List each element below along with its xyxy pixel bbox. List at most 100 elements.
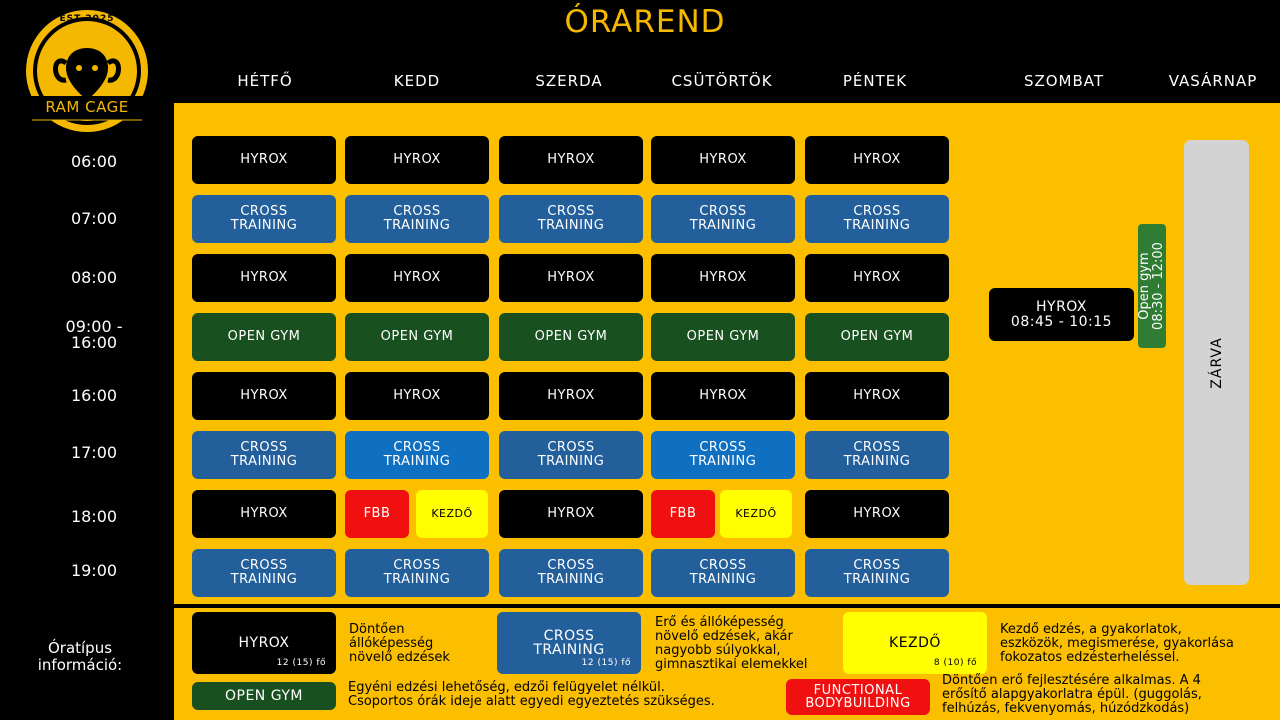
cross-label-2: TRAINING (230, 454, 298, 469)
cross-label-2: TRAINING (843, 454, 911, 469)
cross-label-1: CROSS (240, 440, 288, 455)
class-block-hyrox[interactable]: HYROX (345, 136, 489, 184)
legend-open-desc-line: Csoportos órák ideje alatt egyedi egyezt… (348, 694, 715, 709)
cross-label-1: CROSS (547, 558, 595, 573)
class-block-hyrox[interactable]: HYROX (192, 254, 336, 302)
legend-hyrox-description: Döntően állóképesség növelő edzések (349, 623, 489, 665)
class-block-open-gym[interactable]: OPEN GYM (192, 313, 336, 361)
sunday-closed-block: ZÁRVA (1184, 140, 1249, 585)
day-header-thursday: CSÜTÖRTÖK (671, 72, 773, 90)
cross-label-1: CROSS (699, 204, 747, 219)
cross-label-1: CROSS (853, 440, 901, 455)
legend-cross-description: Erő és állóképesség növelő edzések, akár… (655, 616, 835, 672)
legend-kezdo-block: KEZDŐ 8 (10) fő (843, 612, 987, 674)
class-block-fbb[interactable]: FBB (345, 490, 409, 538)
saturday-open-gym-block[interactable]: Open gym 08:30 - 12:00 (1137, 224, 1166, 348)
class-block-fbb[interactable]: FBB (651, 490, 715, 538)
legend-kezdo-desc-line: fokozatos edzésterheléssel. (1000, 650, 1180, 665)
legend-cross-desc-line: gimnasztikai elemekkel (655, 657, 808, 672)
cross-label-2: TRAINING (689, 454, 757, 469)
class-block-hyrox[interactable]: HYROX (499, 136, 643, 184)
cross-label-1: CROSS (240, 204, 288, 219)
time-1600: 16:00 (70, 386, 118, 405)
legend-hyrox-block: HYROX 12 (15) fő (192, 612, 336, 674)
day-header-monday: HÉTFŐ (237, 72, 293, 90)
class-block-hyrox[interactable]: HYROX (805, 372, 949, 420)
class-block-hyrox[interactable]: HYROX (192, 372, 336, 420)
legend-hyrox-capacity: 12 (15) fő (276, 658, 326, 668)
legend-panel (174, 608, 1280, 720)
legend-cross-name-1: CROSS (543, 628, 595, 644)
legend-open-gym-description: Egyéni edzési lehetőség, edzői felügyele… (348, 681, 788, 709)
cross-label-1: CROSS (547, 204, 595, 219)
time-0800: 08:00 (70, 268, 118, 287)
class-block-open-gym[interactable]: OPEN GYM (651, 313, 795, 361)
class-block-hyrox[interactable]: HYROX (651, 136, 795, 184)
class-block-hyrox[interactable]: HYROX (499, 490, 643, 538)
page-title: ÓRAREND (564, 4, 726, 40)
cross-label-1: CROSS (699, 440, 747, 455)
cross-label-2: TRAINING (689, 218, 757, 233)
cross-label-1: CROSS (853, 204, 901, 219)
class-block-hyrox[interactable]: HYROX (345, 372, 489, 420)
class-block-hyrox[interactable]: HYROX (192, 136, 336, 184)
cross-label-2: TRAINING (689, 572, 757, 587)
saturday-open-gym-label: Open gym (1137, 252, 1152, 320)
legend-cross-name-2: TRAINING (533, 642, 605, 658)
class-block-hyrox[interactable]: HYROX (651, 372, 795, 420)
class-block-hyrox[interactable]: HYROX (805, 254, 949, 302)
legend-kezdo-description: Kezdő edzés, a gyakorlatok, eszközök, me… (1000, 623, 1280, 665)
cross-label-2: TRAINING (383, 218, 451, 233)
time-0700: 07:00 (70, 209, 118, 228)
cross-label-2: TRAINING (537, 572, 605, 587)
class-block-hyrox[interactable]: HYROX (499, 372, 643, 420)
legend-fbb-desc-line: Döntően erő fejlesztésére alkalmas. A 4 (942, 673, 1201, 688)
saturday-hyrox-block[interactable]: HYROX 08:45 - 10:15 (989, 288, 1134, 341)
class-block-open-gym[interactable]: OPEN GYM (499, 313, 643, 361)
class-block-kezdo[interactable]: KEZDŐ (720, 490, 792, 538)
saturday-hyrox-name: HYROX (1035, 298, 1088, 315)
class-block-hyrox[interactable]: HYROX (345, 254, 489, 302)
class-block-hyrox[interactable]: HYROX (805, 490, 949, 538)
cross-label-1: CROSS (240, 558, 288, 573)
cross-label-2: TRAINING (230, 218, 298, 233)
ram-cage-logo (22, 8, 152, 138)
cross-label-2: TRAINING (843, 218, 911, 233)
class-block-hyrox[interactable]: HYROX (805, 136, 949, 184)
class-block-open-gym[interactable]: OPEN GYM (805, 313, 949, 361)
cross-label-1: CROSS (853, 558, 901, 573)
legend-hyrox-desc-line: növelő edzések (349, 650, 450, 665)
legend-cross-desc-line: növelő edzések, akár (655, 629, 793, 644)
class-block-hyrox[interactable]: HYROX (192, 490, 336, 538)
class-block-hyrox[interactable]: HYROX (499, 254, 643, 302)
saturday-hyrox-time: 08:45 - 10:15 (1010, 313, 1113, 330)
day-header-sunday: VASÁRNAP (1168, 72, 1258, 90)
legend-fbb-name-1: FUNCTIONAL (813, 683, 903, 698)
info-label-line-2: információ: (37, 656, 123, 674)
legend-open-gym-block: OPEN GYM (192, 682, 336, 710)
class-block-open-gym[interactable]: OPEN GYM (345, 313, 489, 361)
logo-est-text: EST 2025 (59, 14, 115, 24)
day-header-saturday: SZOMBAT (1023, 72, 1105, 90)
class-block-kezdo[interactable]: KEZDŐ (416, 490, 488, 538)
cross-label-1: CROSS (547, 440, 595, 455)
cross-label-2: TRAINING (383, 572, 451, 587)
legend-open-desc-line: Egyéni edzési lehetőség, edzői felügyele… (348, 680, 665, 695)
class-block-hyrox[interactable]: HYROX (651, 254, 795, 302)
legend-cross-desc-line: nagyobb súlyokkal, (655, 643, 781, 658)
